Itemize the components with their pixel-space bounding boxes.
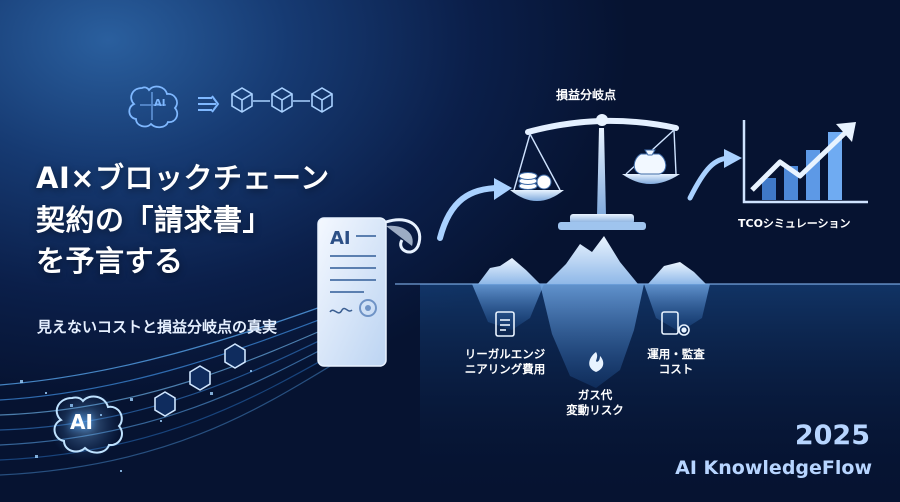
year-label: 2025	[794, 420, 870, 451]
arrow-to-scale	[437, 185, 503, 241]
flame-icon	[589, 352, 604, 372]
balance-scale-icon	[510, 114, 680, 230]
gas-label: ガス代 変動リスク	[555, 388, 635, 418]
title-line-1: AI×ブロックチェーン	[36, 161, 330, 195]
iceberg-icon	[472, 236, 710, 388]
money-bag-icon	[633, 149, 667, 175]
legal-cost-line-1: リーガルエンジ	[464, 347, 546, 361]
tco-label: TCOシミュレーション	[738, 217, 851, 230]
block-chain-bottom	[154, 343, 246, 417]
document-icon	[495, 311, 515, 337]
trend-arrow-icon	[750, 130, 848, 192]
brain-ai-icon	[53, 395, 123, 454]
ops-label: 運用・監査 コスト	[636, 347, 716, 377]
brain-icon	[128, 85, 179, 129]
arrows-icon	[198, 95, 220, 113]
gas-line-1: ガス代	[577, 388, 613, 402]
gear-icon	[661, 311, 690, 336]
brain-ai-label: AI	[70, 410, 93, 434]
coin-stack-icon	[518, 172, 552, 190]
document-ai-label: AI	[330, 228, 351, 249]
ops-line-1: 運用・監査	[647, 347, 705, 361]
gas-line-2: 変動リスク	[566, 403, 624, 417]
scale-label: 損益分岐点	[556, 88, 617, 102]
brand-label: AI KnowledgeFlow	[675, 457, 872, 479]
legal-cost-line-2: ニアリング費用	[464, 362, 546, 376]
subtitle: 見えないコストと損益分岐点の真実	[37, 318, 278, 336]
block-chain-top	[231, 87, 333, 113]
brain-top-ai-label: AI	[154, 98, 166, 109]
legal-cost-label: リーガルエンジ ニアリング費用	[455, 347, 555, 377]
title-line-2: 契約の「請求書」	[36, 203, 273, 237]
contract-scroll-icon	[317, 217, 422, 367]
title-line-3: を予言する	[36, 244, 184, 278]
ops-line-2: コスト	[658, 362, 694, 376]
